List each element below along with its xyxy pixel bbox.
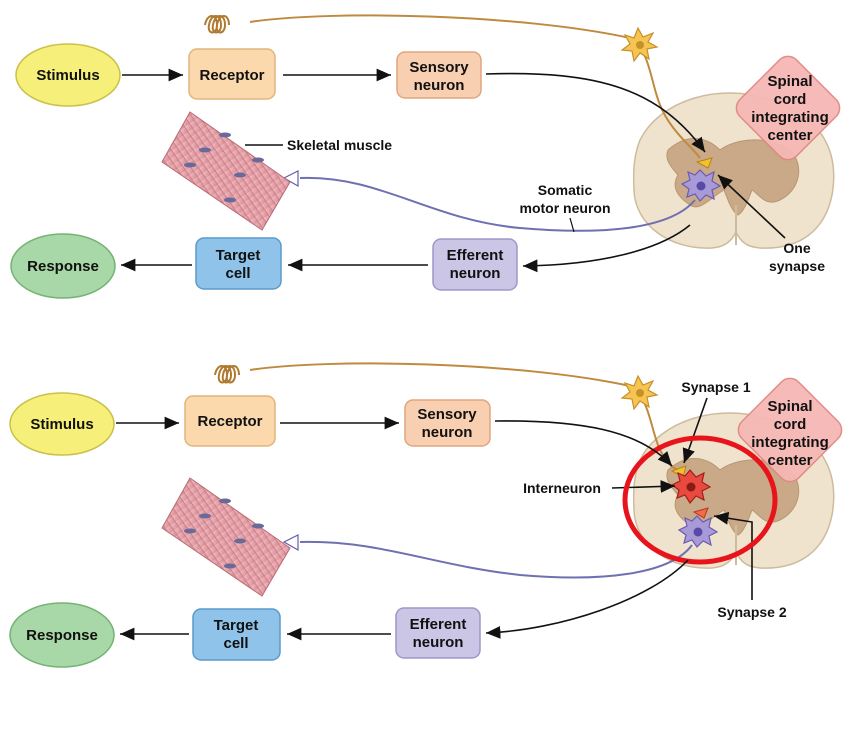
bottom-efferent-label-2: neuron	[413, 634, 464, 651]
bottom-target-node	[192, 608, 281, 661]
bottom-sensory-label-2: neuron	[422, 424, 473, 441]
skeletal-muscle-label: Skeletal muscle	[287, 137, 392, 153]
top-sensory-label-1: Sensory	[409, 59, 469, 76]
top-target-node	[195, 237, 282, 290]
coil-icon	[214, 365, 240, 384]
synapse2-terminal-icon	[692, 507, 709, 519]
bottom-receptor-label: Receptor	[197, 413, 262, 430]
top-efferent-label-1: Efferent	[447, 247, 504, 264]
ganglion-cell-icon	[620, 26, 659, 63]
bottom-spinal-label-1: Spinal	[767, 398, 812, 415]
bottom-spinal-label-4: center	[767, 452, 812, 469]
bottom-spinal-label-3: integrating	[751, 434, 829, 451]
one-synapse-label-1: One	[783, 240, 810, 256]
synapse1-label: Synapse 1	[681, 379, 750, 395]
synapse1-terminal-icon	[670, 465, 687, 478]
somatic-label-1: Somatic	[538, 182, 593, 198]
top-receptor-node	[188, 48, 276, 100]
bottom-sensory-label-1: Sensory	[417, 406, 477, 423]
top-target-label-2: cell	[225, 265, 250, 282]
somatic-label-2: motor neuron	[520, 200, 611, 216]
top-efferent-label-2: neuron	[450, 265, 501, 282]
bottom-skeletal-muscle-icon	[161, 477, 291, 597]
bottom-spinal-label-2: cord	[774, 416, 807, 433]
top-sensory-label-2: neuron	[414, 77, 465, 94]
bottom-motor-neuron-icon	[677, 515, 719, 548]
synapse2-label: Synapse 2	[717, 604, 786, 620]
top-skeletal-muscle-icon	[161, 111, 291, 231]
bottom-receptor-node	[184, 395, 276, 447]
bottom-efferent-label-1: Efferent	[410, 616, 467, 633]
bottom-panel: Stimulus Receptor Sensory neuron Spinal …	[9, 362, 843, 668]
top-stimulus-node	[15, 43, 121, 107]
bottom-spinal-center-node	[737, 377, 843, 483]
one-synapse-label-2: synapse	[769, 258, 825, 274]
top-motor-neuron-icon	[680, 169, 722, 202]
bottom-stimulus-node	[9, 392, 115, 456]
top-spinal-label-4: center	[767, 127, 812, 144]
top-target-label-1: Target	[216, 247, 261, 264]
bottom-efferent-node	[395, 607, 481, 659]
top-spinal-center-node	[735, 55, 841, 161]
interneuron-icon	[670, 469, 712, 505]
top-efferent-node	[432, 238, 518, 291]
top-stimulus-label: Stimulus	[36, 67, 99, 84]
top-response-node	[10, 233, 116, 299]
bottom-stimulus-label: Stimulus	[30, 416, 93, 433]
bottom-target-label-1: Target	[214, 617, 259, 634]
coil-icon	[204, 15, 230, 34]
top-sensory-node	[396, 51, 482, 99]
bottom-response-node	[9, 602, 115, 668]
ganglion-cell-icon	[620, 374, 659, 411]
bottom-sensory-node	[404, 399, 491, 447]
highlight-circle	[622, 435, 778, 565]
top-receptor-label: Receptor	[199, 67, 264, 84]
top-response-label: Response	[27, 258, 99, 275]
bottom-target-label-2: cell	[223, 635, 248, 652]
interneuron-label: Interneuron	[523, 480, 601, 496]
top-spinal-label-3: integrating	[751, 109, 829, 126]
top-spinal-label-1: Spinal	[767, 73, 812, 90]
top-synapse-terminal-icon	[695, 157, 713, 169]
bottom-response-label: Response	[26, 627, 98, 644]
top-spinal-label-2: cord	[774, 91, 807, 108]
top-panel: Skeletal muscle Stimulus Receptor Sensor…	[10, 14, 841, 299]
